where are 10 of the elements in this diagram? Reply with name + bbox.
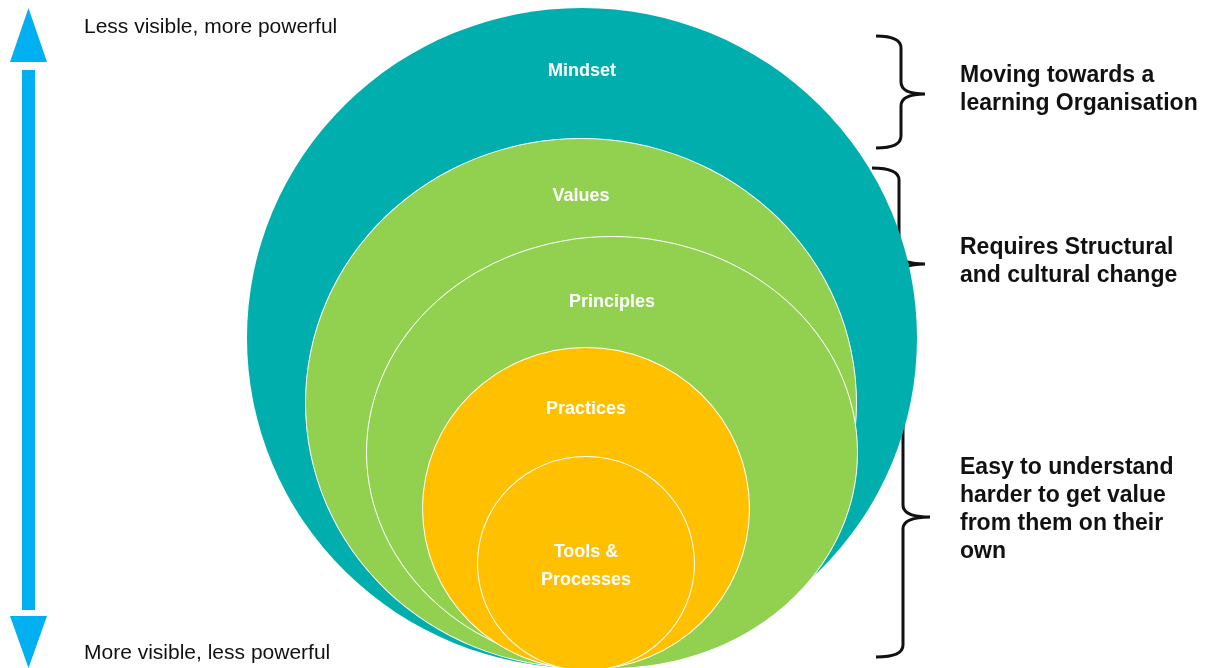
circle-label: Values [552,184,610,207]
scale-label: Less visible, more powerful [84,14,338,38]
bracket-note: Easy to understand harder to get value from them on their own [960,452,1175,564]
bracket-note: Moving towards a learning Organisation [960,60,1199,116]
scale-label: More visible, less powerful [84,640,331,664]
bracket-note: Requires Structural and cultural change [960,232,1179,288]
circle-label: Practices [545,397,627,420]
circle-label: Principles [568,290,655,313]
circle-label: Tools & Processes [539,540,633,591]
circle-label: Mindset [548,59,616,82]
